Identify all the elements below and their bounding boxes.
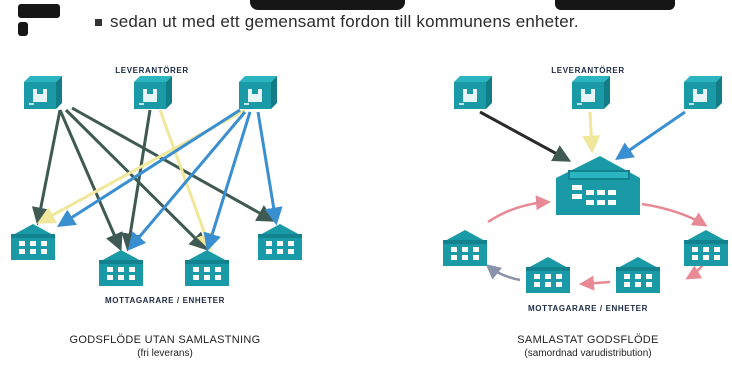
redaction-bar-left <box>18 4 60 18</box>
right-caption-title: SAMLASTAT GODSFLÖDE <box>517 334 659 346</box>
left-caption-subtitle: (fri leverans) <box>137 348 193 359</box>
right-distribution-arrows <box>485 195 708 291</box>
bullet-icon <box>95 19 102 26</box>
redaction-bar-center <box>250 0 405 10</box>
right-supplier-3-icon <box>683 75 723 110</box>
right-supplier-2-icon <box>571 75 611 110</box>
right-recipients-label: MOTTAGARARE / ENHETER <box>527 304 649 313</box>
right-recipient-1-icon <box>443 230 487 266</box>
left-supplier-3-icon <box>238 75 278 110</box>
left-supplier-2-icon <box>133 75 173 110</box>
central-terminal-icon <box>556 156 640 215</box>
right-suppliers-label: LEVERANTÖRER <box>551 66 625 75</box>
redaction-mark-small <box>18 22 28 36</box>
left-caption-title: GODSFLÖDE UTAN SAMLASTNING <box>69 334 261 346</box>
right-recipient-4-icon <box>684 230 728 266</box>
redaction-bar-right <box>555 0 675 10</box>
left-recipient-3-icon <box>185 250 229 286</box>
right-caption: SAMLASTAT GODSFLÖDE (samordnad varudistr… <box>517 334 658 360</box>
right-inbound-arrows <box>479 110 686 162</box>
left-recipient-4-icon <box>258 224 302 260</box>
header-text: sedan ut med ett gemensamt fordon till k… <box>110 12 579 31</box>
right-recipient-2-icon <box>526 257 570 293</box>
left-recipient-1-icon <box>11 224 55 260</box>
left-suppliers-label: LEVERANTÖRER <box>115 66 189 75</box>
right-supplier-1-icon <box>453 75 493 110</box>
left-caption: GODSFLÖDE UTAN SAMLASTNING (fri leverans… <box>70 334 261 360</box>
left-recipients-label: MOTTAGARARE / ENHETER <box>104 296 226 305</box>
right-caption-subtitle: (samordnad varudistribution) <box>524 348 652 359</box>
left-supplier-1-icon <box>23 75 63 110</box>
right-recipient-3-icon <box>616 257 660 293</box>
left-flow-arrows <box>31 106 283 252</box>
left-recipient-2-icon <box>99 250 143 286</box>
